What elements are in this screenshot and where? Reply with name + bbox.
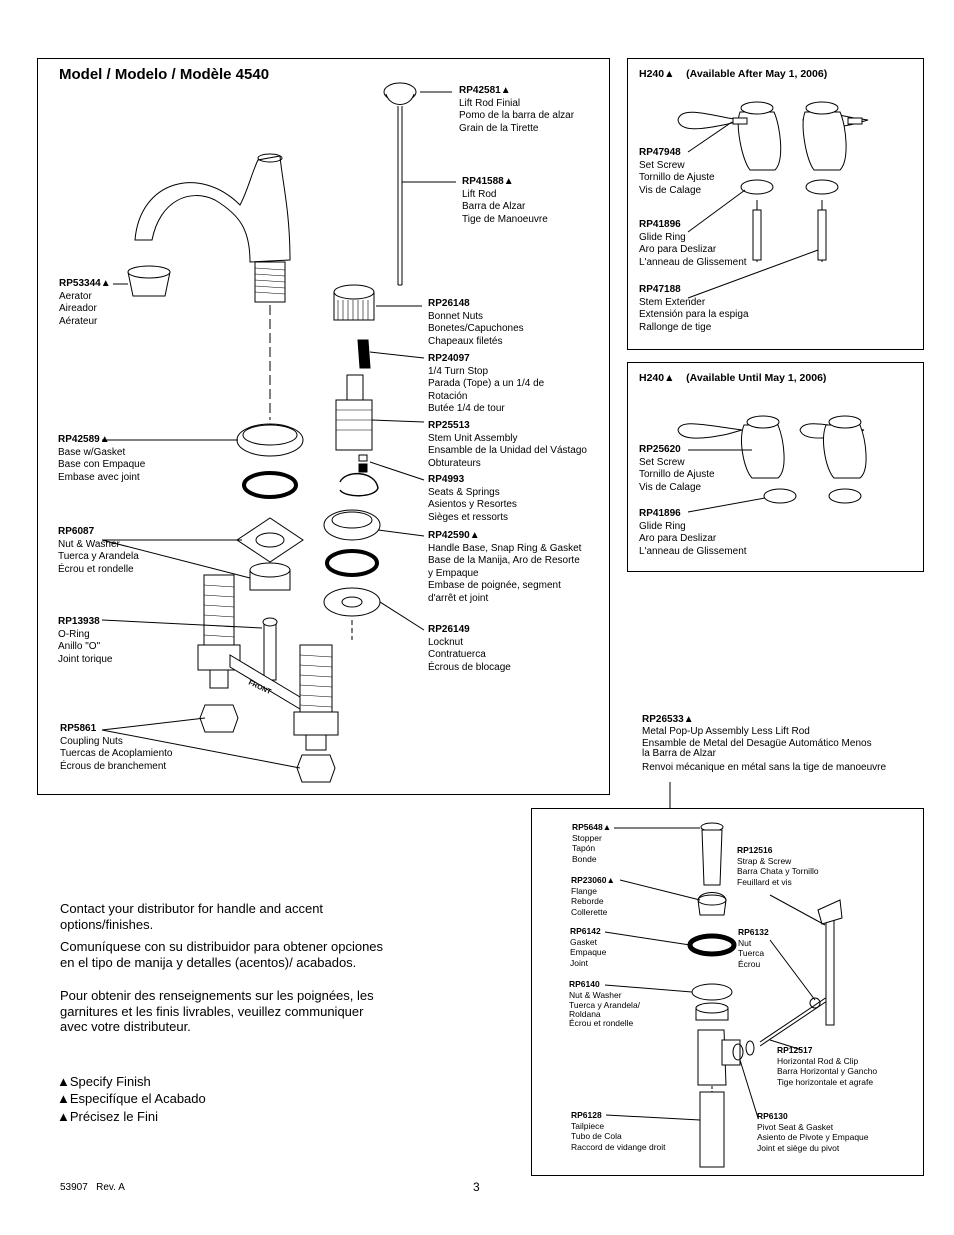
handles-until-header: H240▲ (Available Until May 1, 2006) xyxy=(639,372,827,384)
note-english: Contact your distributor for handle and … xyxy=(60,901,324,932)
popup-label: RP26533▲ Metal Pop-Up Assembly Less Lift… xyxy=(642,714,887,773)
part-code: RP26533▲ xyxy=(642,714,694,725)
part-code: RP6128 xyxy=(571,1110,602,1120)
note-spanish: Comuníquese con su distribuidor para obt… xyxy=(60,939,384,970)
part-code: RP6132 xyxy=(738,927,769,937)
finish-spanish: ▲Especifíque el Acabado xyxy=(57,1091,206,1106)
note-french: Pour obtenir des renseignements sur les … xyxy=(60,988,374,1034)
popup-frame xyxy=(531,808,924,1176)
finish-french: ▲Précisez le Fini xyxy=(57,1109,159,1124)
finish-english: ▲Specify Finish xyxy=(57,1074,151,1089)
document-number: 53907 Rev. A xyxy=(60,1182,125,1193)
part-code: RP4993 xyxy=(428,474,465,485)
part-code: RP42590▲ xyxy=(428,530,480,541)
part-code: RP13938 xyxy=(58,616,100,627)
handles-until-frame xyxy=(627,362,924,572)
part-code: RP23060▲ xyxy=(571,875,615,885)
part-code: RP6130 xyxy=(757,1111,788,1121)
part-code: RP12517 xyxy=(777,1045,813,1055)
part-code: RP6087 xyxy=(58,526,95,537)
part-code: RP5648▲ xyxy=(572,822,612,832)
part-code: RP25620 xyxy=(639,444,681,455)
part-code: RP47188 xyxy=(639,284,681,295)
part-code: RP6142 xyxy=(570,926,601,936)
part-code: RP5861 xyxy=(60,723,97,734)
part-code: RP41896 xyxy=(639,219,681,230)
main-diagram-frame xyxy=(37,58,610,795)
part-code: RP42589▲ xyxy=(58,434,110,445)
part-code: RP6140 xyxy=(569,979,600,989)
part-code: RP41588▲ xyxy=(462,176,514,187)
part-code: RP53344▲ xyxy=(59,278,111,289)
part-code: RP24097 xyxy=(428,353,470,364)
model-title: Model / Modelo / Modèle 4540 xyxy=(59,66,270,83)
part-code: RP12516 xyxy=(737,845,773,855)
part-code: RP26149 xyxy=(428,624,470,635)
part-label: RP42590▲ Handle Base, Snap Ring & Gasket… xyxy=(428,530,582,604)
part-code: RP42581▲ xyxy=(459,85,511,96)
part-code: RP25513 xyxy=(428,420,470,431)
part-code: RP47948 xyxy=(639,147,681,158)
handles-after-header: H240▲ (Available After May 1, 2006) xyxy=(639,68,828,80)
part-code: RP26148 xyxy=(428,298,470,309)
page-number: 3 xyxy=(473,1180,480,1194)
part-code: RP41896 xyxy=(639,508,681,519)
handles-after-frame xyxy=(627,58,924,350)
